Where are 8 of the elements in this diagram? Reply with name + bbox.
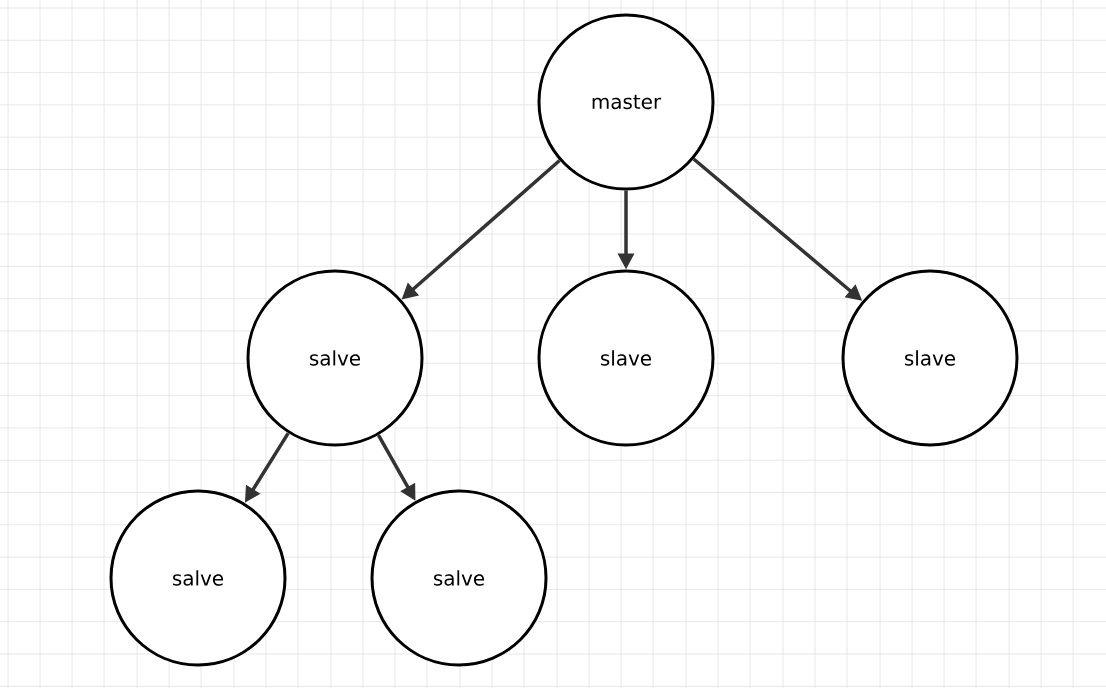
circle-node: slave [537,269,715,447]
circle-node: master [537,13,715,191]
node-label: salve [434,570,485,586]
circle-node: salve [370,489,548,667]
circle-node: salve [109,489,287,667]
circle-node: salve [246,269,424,447]
circle-node: slave [841,269,1019,447]
node-label: salve [173,570,224,586]
